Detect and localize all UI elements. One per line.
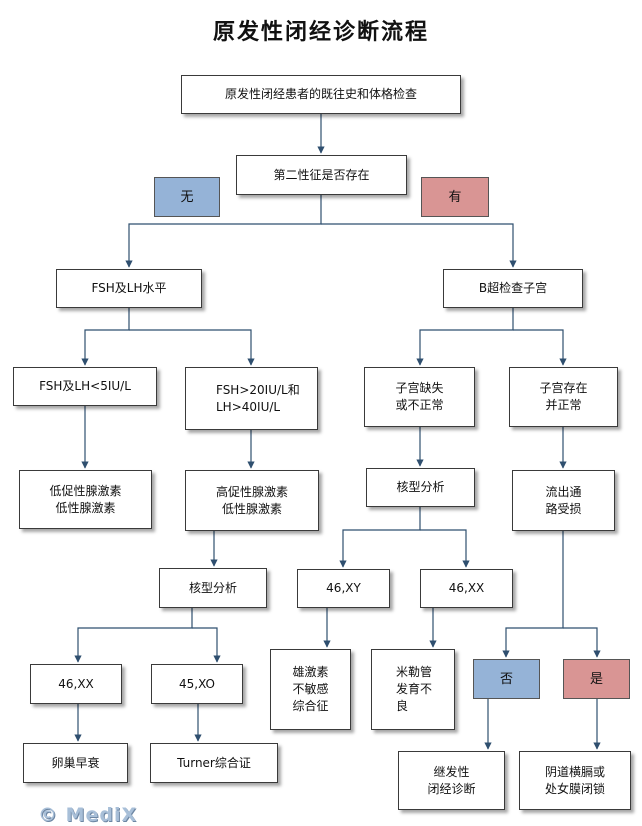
- node-ultrasound-uterus: B超检查子宫: [443, 269, 583, 308]
- tag-absent: 无: [154, 177, 220, 217]
- node-46xx-mid: 46,XX: [420, 569, 513, 608]
- tag-present: 有: [421, 177, 489, 217]
- node-karyotype-left: 核型分析: [159, 568, 267, 608]
- node-transverse-septum-imperforate-hymen: 阴道横膈或 处女膜闭锁: [519, 751, 631, 810]
- node-outflow-obstruction: 流出通 路受损: [512, 470, 615, 531]
- tag-no: 否: [473, 659, 540, 699]
- node-fsh-lh-low: FSH及LH<5IU/L: [13, 367, 157, 406]
- node-hypogonadotropic: 低促性腺激素 低性腺激素: [19, 470, 152, 529]
- node-secondary-sex-characteristics: 第二性征是否存在: [236, 155, 407, 195]
- page-title: 原发性闭经诊断流程: [212, 19, 429, 45]
- node-46xy: 46,XY: [297, 569, 390, 608]
- node-fsh-lh-level: FSH及LH水平: [56, 269, 202, 308]
- node-androgen-insensitivity: 雄激素 不敏感 综合征: [270, 649, 351, 730]
- tag-yes: 是: [563, 659, 630, 699]
- node-46xx-left: 46,XX: [30, 664, 122, 704]
- node-uterus-absent: 子宫缺失 或不正常: [364, 367, 475, 427]
- node-fsh-lh-high: FSH>20IU/L和 LH>40IU/L: [185, 367, 318, 430]
- node-uterus-present: 子宫存在 并正常: [509, 367, 618, 427]
- node-mullerian-agenesis: 米勒管 发育不 良: [371, 649, 455, 730]
- node-hypergonadotropic: 高促性腺激素 低性腺激素: [185, 470, 319, 531]
- node-turner-syndrome: Turner综合证: [150, 743, 278, 783]
- node-45xo: 45,XO: [151, 664, 243, 704]
- node-secondary-amenorrhea-dx: 继发性 闭经诊断: [398, 751, 505, 810]
- node-premature-ovarian-failure: 卵巢早衰: [23, 743, 128, 783]
- node-history-exam: 原发性闭经患者的既往史和体格检查: [181, 75, 461, 114]
- medix-logo: © MediX: [38, 804, 138, 826]
- node-karyotype-mid: 核型分析: [366, 468, 475, 507]
